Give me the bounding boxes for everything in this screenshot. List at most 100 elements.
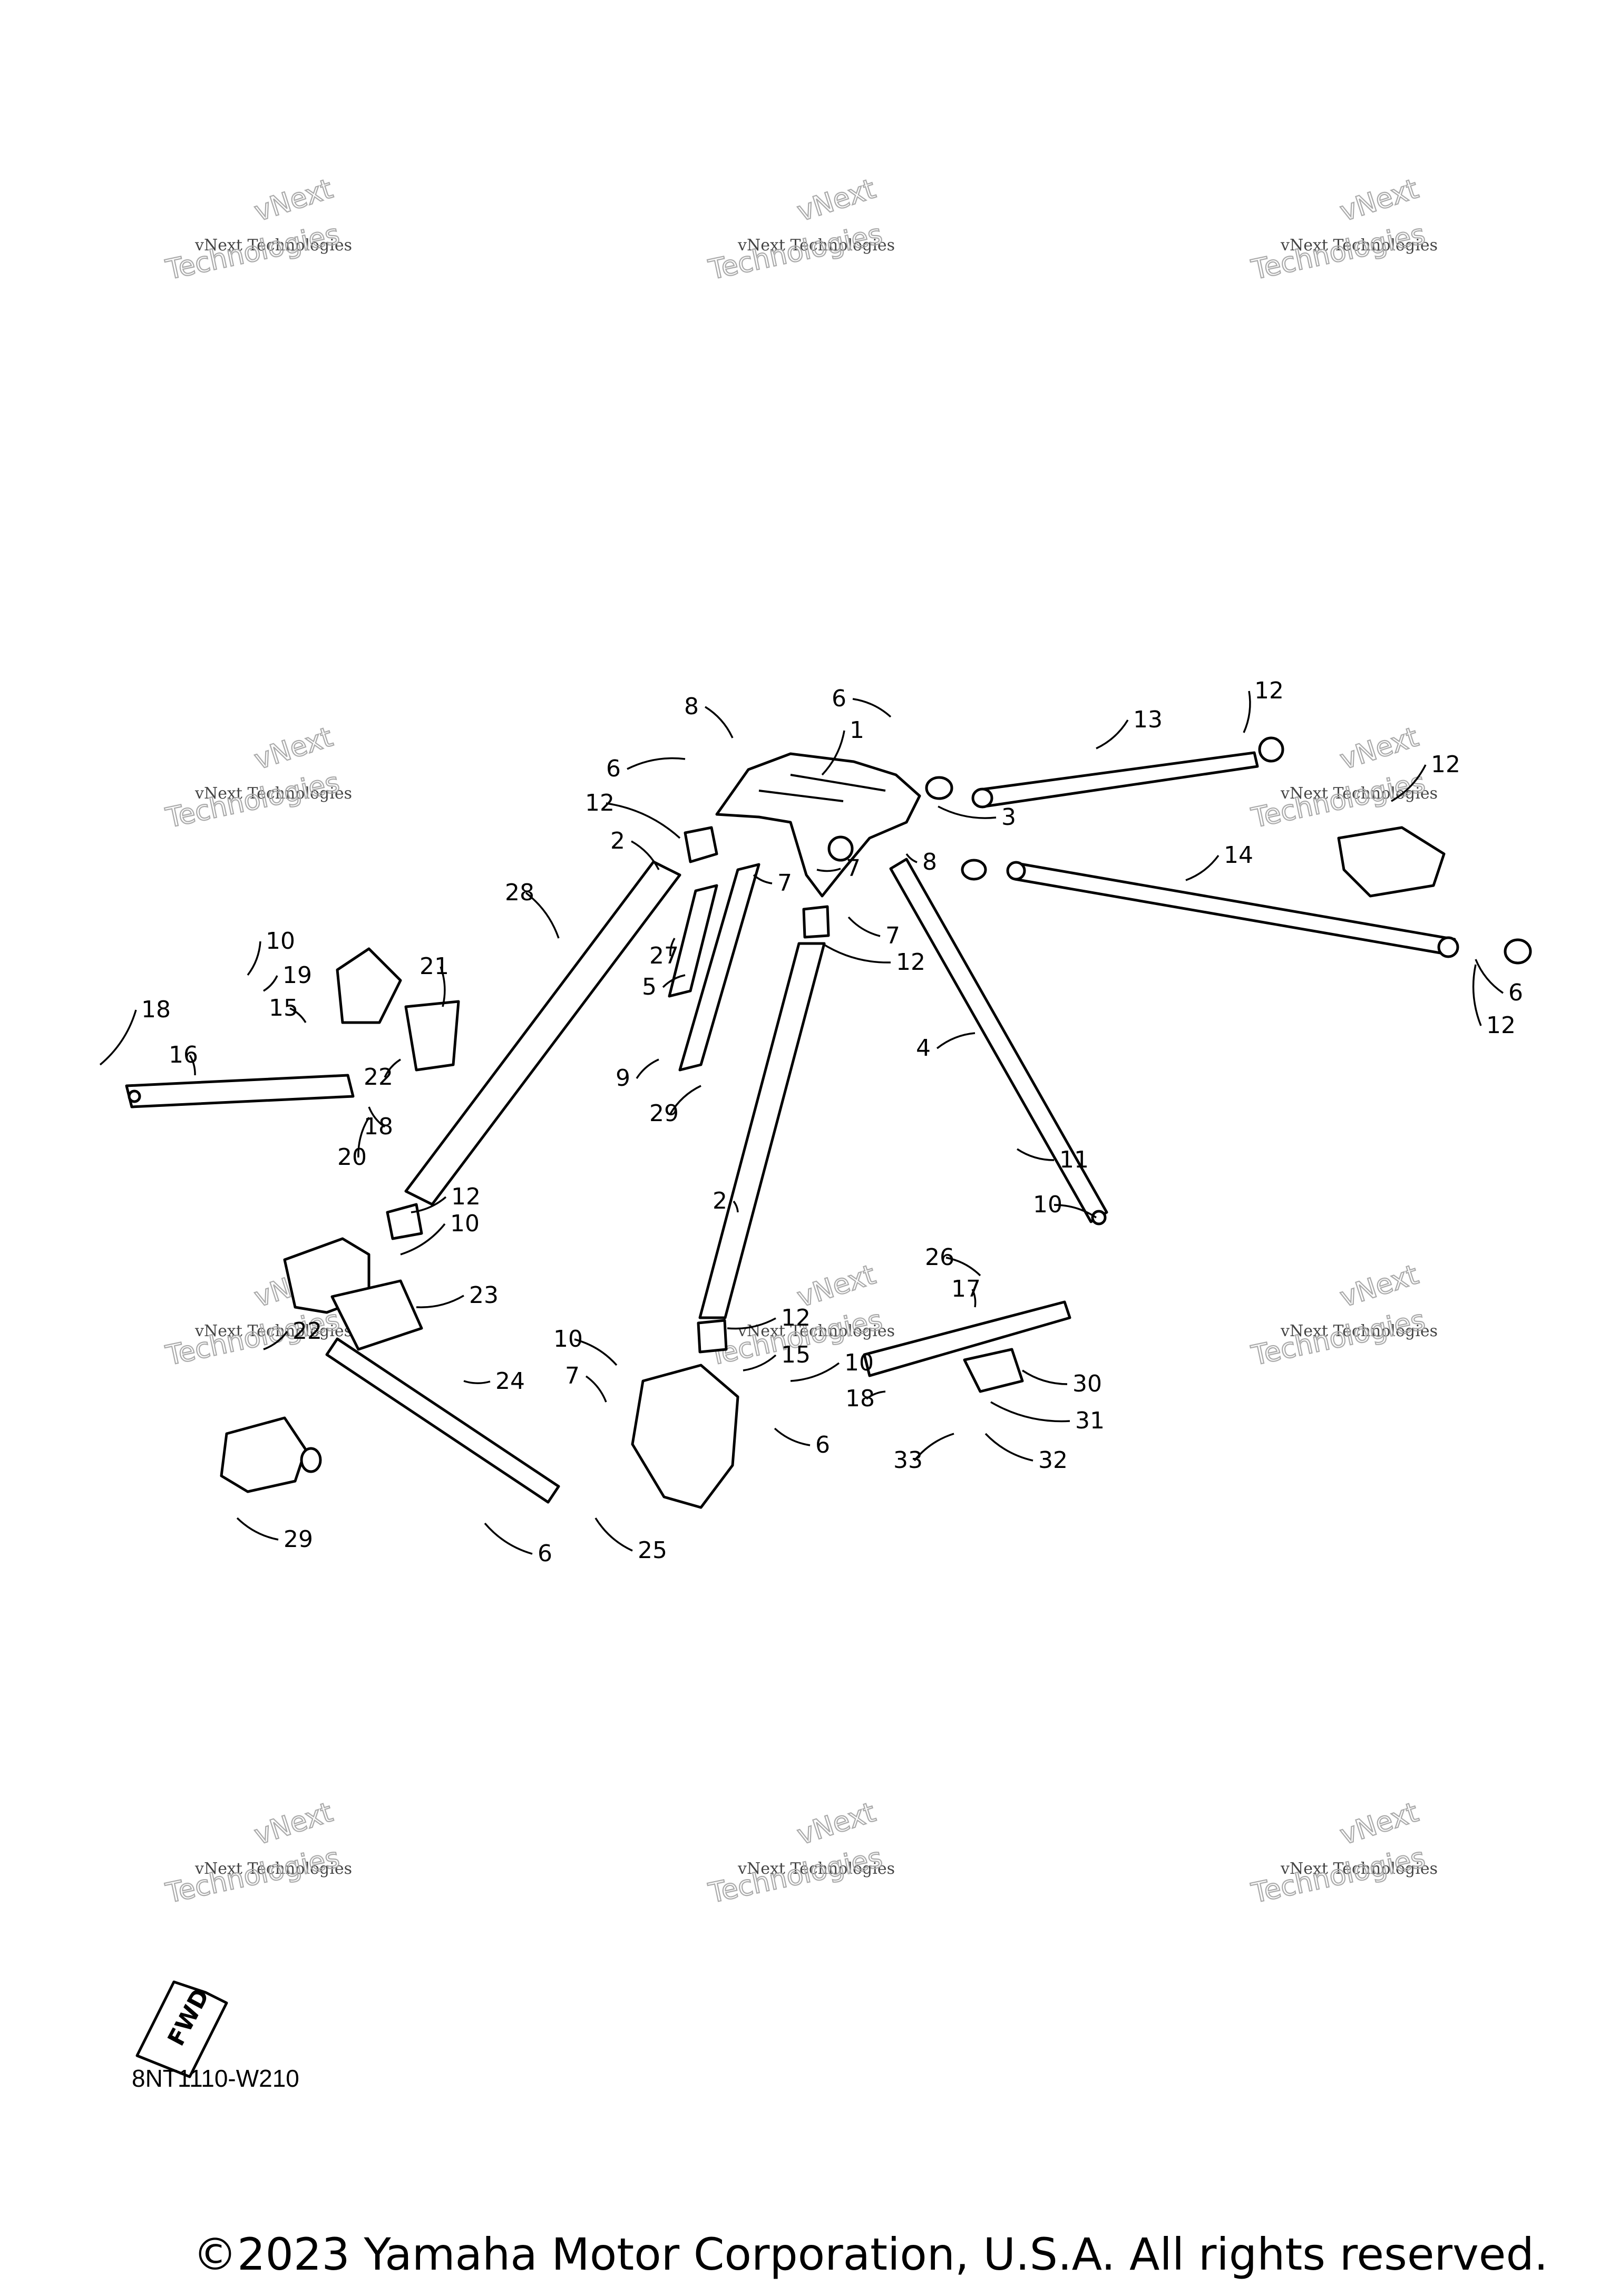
leader-line — [1475, 959, 1504, 994]
leader-line — [1391, 764, 1427, 802]
actuator-assembly — [220, 1416, 322, 1493]
leader-line — [289, 1007, 307, 1023]
svg-text:vNext: vNext — [1336, 1259, 1422, 1314]
leader-line — [822, 942, 891, 964]
leader-line — [1017, 1148, 1055, 1161]
svg-text:Technologies: Technologies — [1249, 1842, 1428, 1910]
leader-line — [1472, 964, 1482, 1026]
leader-line — [936, 1032, 976, 1049]
callout-7: 7 — [565, 1363, 580, 1389]
svg-text:vNext Technologies: vNext Technologies — [1280, 784, 1438, 803]
callout-27: 27 — [649, 942, 679, 969]
leader-line — [705, 706, 734, 738]
svg-text:vNext: vNext — [793, 173, 879, 228]
leader-line — [852, 698, 892, 718]
leader-line — [411, 1196, 447, 1213]
part-24-lower-bar — [325, 1337, 560, 1504]
callout-23: 23 — [469, 1282, 499, 1309]
callout-6: 6 — [1508, 979, 1523, 1006]
leader-line — [636, 1058, 659, 1079]
svg-text:Technologies: Technologies — [163, 219, 342, 286]
callout-11: 11 — [1059, 1146, 1089, 1173]
svg-text:vNext Technologies: vNext Technologies — [1280, 1322, 1438, 1340]
leader-line — [400, 1223, 446, 1256]
callout-29: 29 — [284, 1526, 313, 1553]
document-code: 8NT1110-W210 — [132, 2065, 299, 2092]
leader-line — [733, 1200, 739, 1213]
leader-line — [357, 1117, 370, 1158]
leader-line — [440, 966, 446, 1007]
svg-text:vNext Technologies: vNext Technologies — [737, 1860, 895, 1878]
leader-line — [971, 1289, 977, 1308]
callout-12: 12 — [585, 790, 615, 816]
callout-12: 12 — [1431, 751, 1460, 778]
callout-12: 12 — [896, 949, 925, 976]
leader-line — [990, 1401, 1070, 1423]
callout-9: 9 — [616, 1065, 630, 1092]
leader-line — [743, 1354, 777, 1371]
right-upper-mount — [1337, 826, 1446, 898]
callout-7: 7 — [777, 870, 792, 897]
svg-text:vNext Technologies: vNext Technologies — [1280, 1860, 1438, 1878]
callout-10: 10 — [1033, 1191, 1062, 1218]
svg-text:Technologies: Technologies — [1249, 219, 1428, 286]
svg-text:vNext: vNext — [250, 173, 336, 228]
callout-10: 10 — [844, 1349, 874, 1376]
callout-15: 15 — [269, 995, 298, 1021]
callout-6: 6 — [815, 1432, 830, 1458]
callout-6: 6 — [832, 685, 846, 712]
part-16-bar — [125, 1074, 355, 1108]
leader-line — [669, 1085, 701, 1114]
svg-text:Technologies: Technologies — [1249, 767, 1428, 834]
parts-layer: FWD — [125, 736, 1532, 2078]
callout-30: 30 — [1072, 1370, 1102, 1397]
callout-24: 24 — [495, 1368, 525, 1395]
leader-line — [913, 1433, 954, 1462]
part-27-pad — [668, 884, 718, 998]
callout-4: 4 — [916, 1035, 931, 1062]
leader-line — [669, 938, 676, 957]
leader-line — [662, 974, 686, 988]
center-lower-mount — [631, 1364, 739, 1509]
leader-line — [938, 805, 997, 819]
svg-text:vNext Technologies: vNext Technologies — [194, 784, 352, 803]
svg-text:vNext Technologies: vNext Technologies — [194, 1322, 352, 1340]
callout-12: 12 — [781, 1305, 811, 1331]
leader-line — [263, 1330, 288, 1350]
copyright-notice: ©2023 Yamaha Motor Corporation, U.S.A. A… — [193, 2229, 1548, 2280]
leader-line — [1243, 690, 1251, 733]
leader-line — [585, 1375, 607, 1403]
callout-17: 17 — [951, 1276, 981, 1302]
leader-line — [525, 892, 560, 939]
leader-line — [606, 802, 681, 839]
callout-22: 22 — [292, 1318, 322, 1345]
leader-line — [1054, 1204, 1097, 1219]
svg-text:Technologies: Technologies — [1249, 1305, 1428, 1372]
leader-line — [631, 840, 660, 870]
callout-10: 10 — [553, 1326, 583, 1353]
callout-15: 15 — [781, 1341, 811, 1368]
leader-line — [945, 1257, 981, 1277]
fwd-arrow-icon: FWD — [135, 1980, 228, 2078]
callout-12: 12 — [1486, 1012, 1516, 1039]
callout-18: 18 — [845, 1385, 875, 1412]
callout-13: 13 — [1133, 706, 1163, 733]
callout-6: 6 — [606, 755, 621, 782]
callout-3: 3 — [1001, 804, 1016, 831]
callout-7: 7 — [885, 922, 900, 949]
part-17-lower-arm — [863, 1300, 1071, 1393]
leader-line — [753, 874, 773, 884]
leader-line — [247, 941, 261, 976]
callout-21: 21 — [420, 953, 449, 980]
callout-25: 25 — [638, 1537, 667, 1564]
callout-14: 14 — [1224, 842, 1253, 869]
svg-text:vNext Technologies: vNext Technologies — [1280, 236, 1438, 255]
